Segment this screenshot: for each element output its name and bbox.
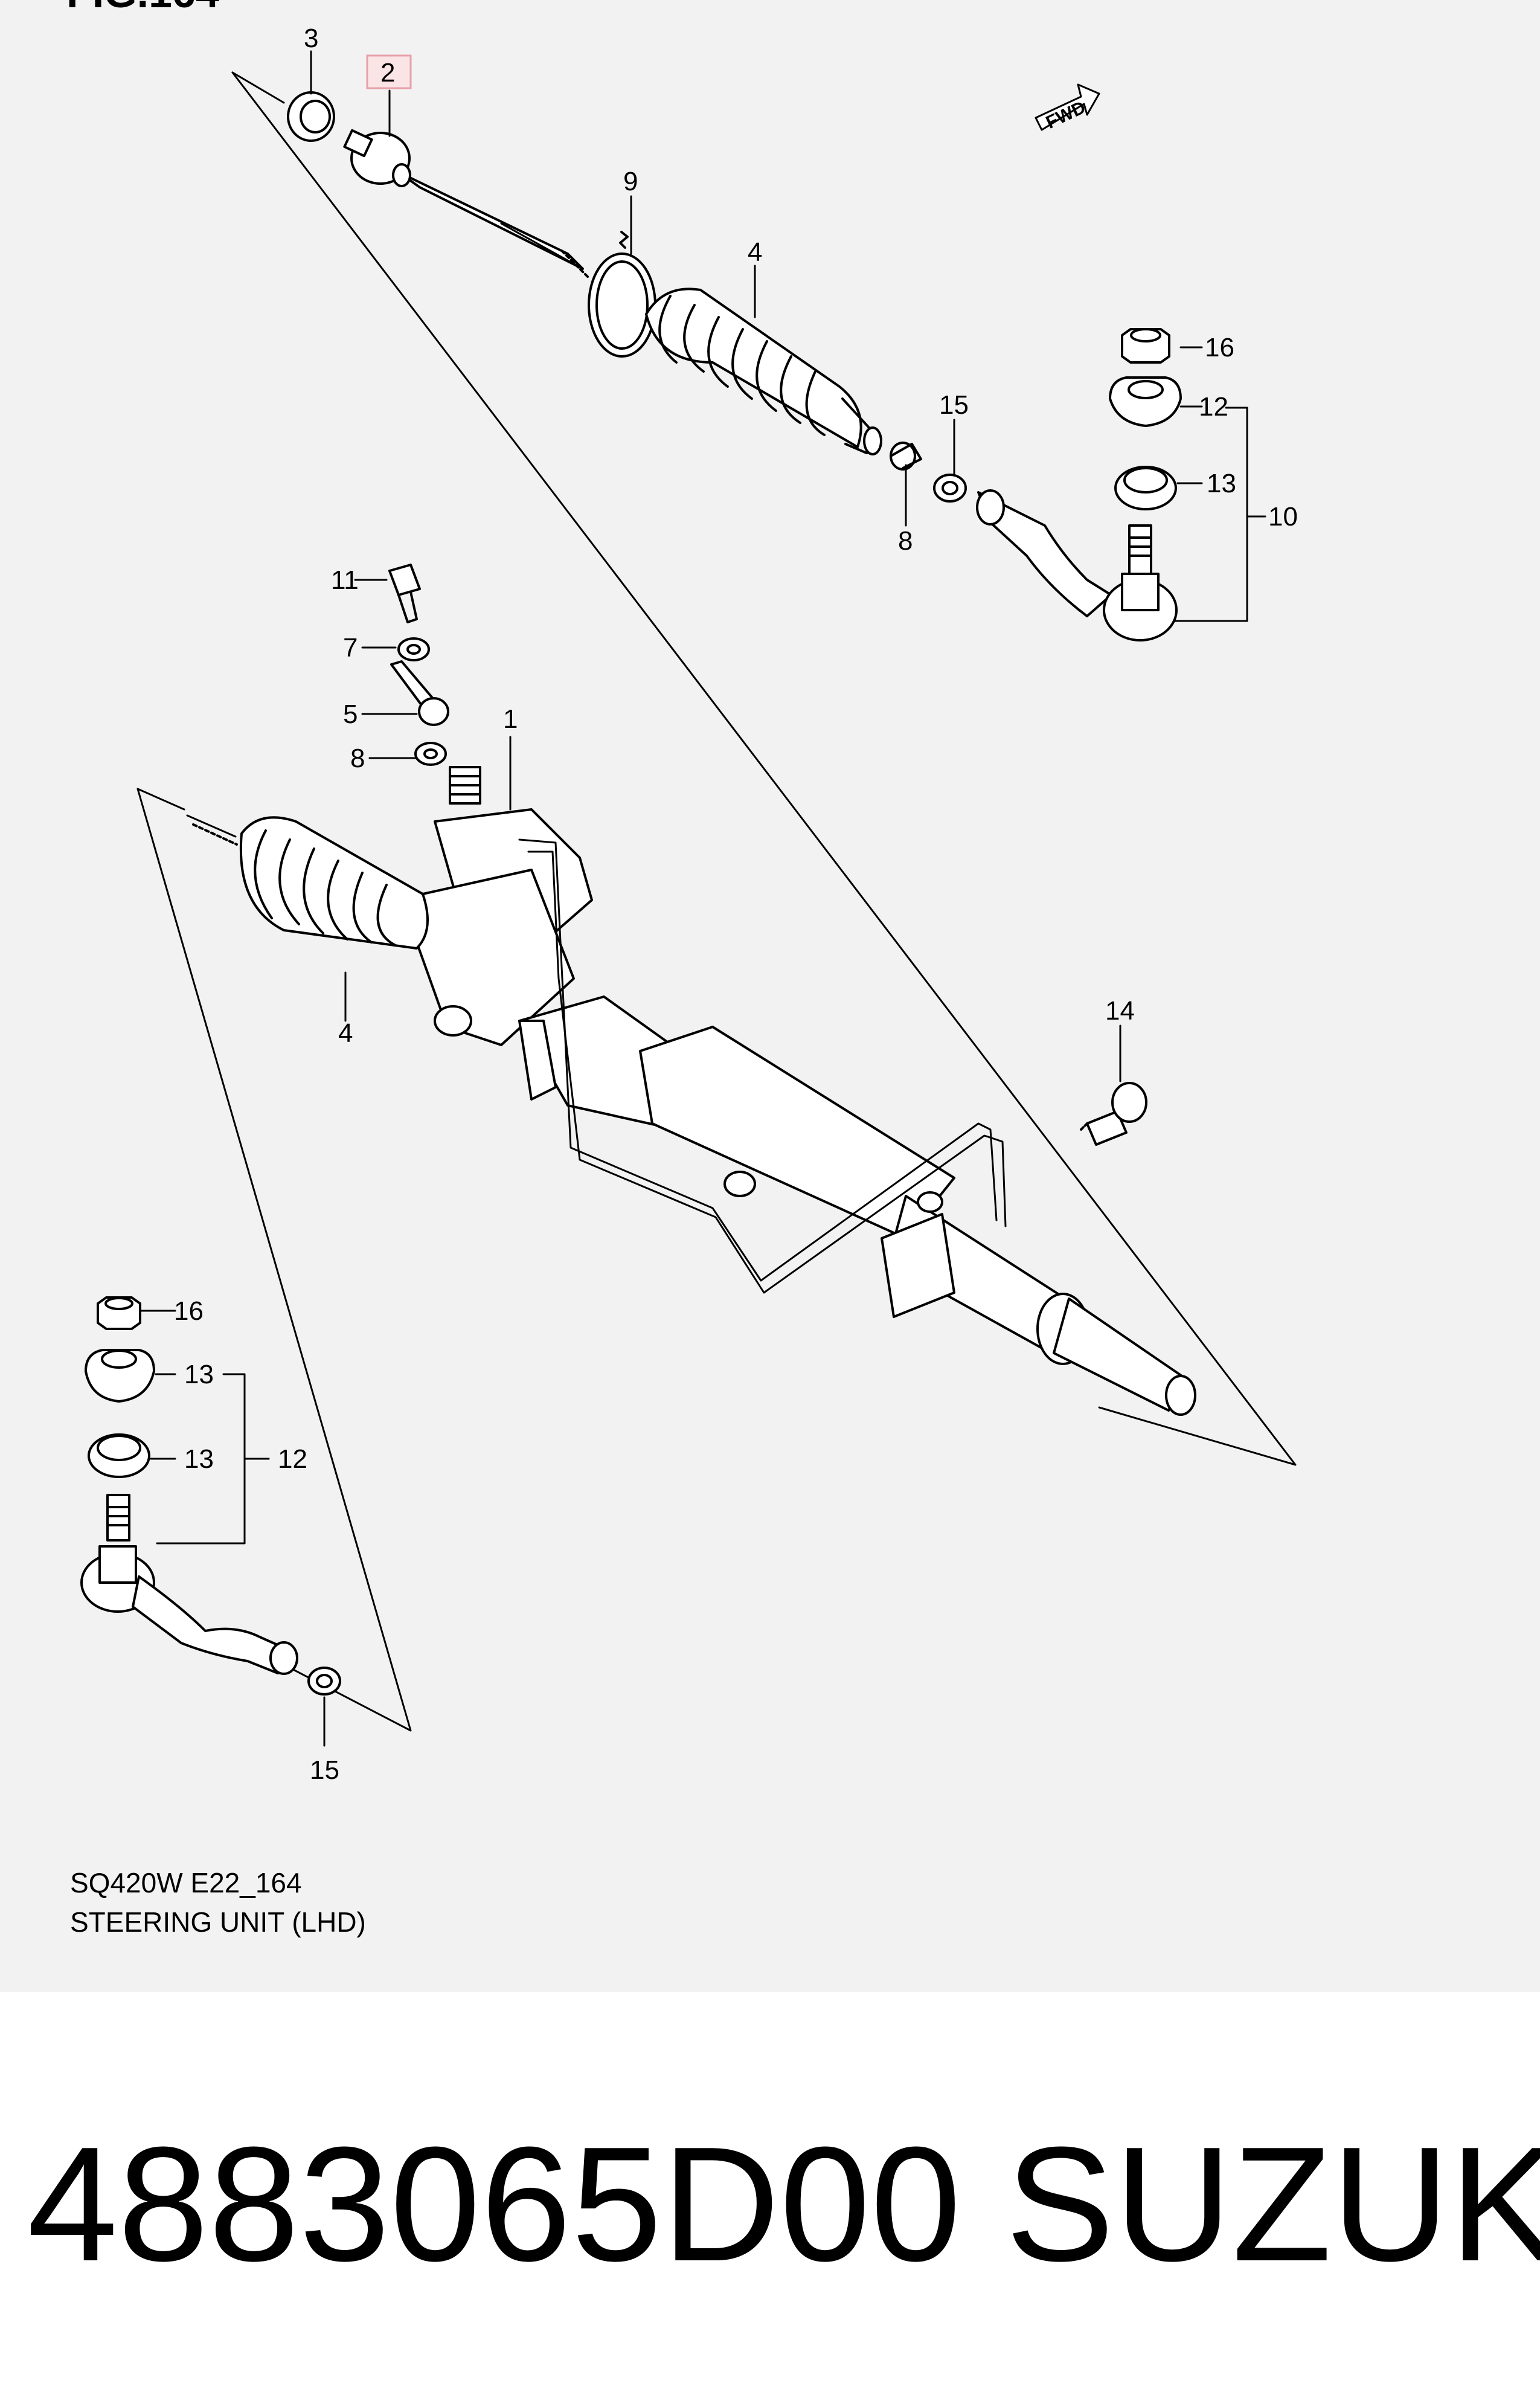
group-outline-left	[136, 788, 412, 1732]
callout-4-upper: 4	[748, 237, 762, 267]
part-10-tie-rod-end-right	[976, 489, 1178, 641]
part-2-inner-tie-rod	[343, 129, 590, 279]
part-15-nut-upper	[933, 474, 967, 503]
steering-unit-exploded-diagram: FIG.164	[66, 0, 1298, 1785]
callout-3: 3	[304, 24, 318, 53]
callout-7: 5	[343, 699, 358, 729]
part-8-washer-lower	[414, 742, 447, 766]
callout-13-upper: 13	[1207, 469, 1236, 498]
callout-12-upper: 12	[1199, 392, 1228, 422]
callout-16-upper: 16	[1205, 333, 1234, 362]
brand-name: SUZUKI	[1006, 2114, 1540, 2295]
part-16-nut-lower	[97, 1296, 141, 1330]
part-6-clip	[890, 442, 922, 471]
part-4-upper-boot	[645, 288, 882, 455]
callout-15-lower: 15	[310, 1755, 339, 1785]
diagram-code: SQ420W E22_164	[70, 1867, 302, 1898]
part-7-pipe-fitting	[390, 660, 449, 726]
fwd-arrow-icon: FWD	[1035, 83, 1100, 133]
callout-16-lower: 16	[174, 1296, 204, 1326]
product-footer	[0, 1992, 1540, 2392]
svg-text:FWD: FWD	[1043, 97, 1089, 133]
part-14-bolt	[1080, 1082, 1147, 1146]
callout-13-lower: 13	[184, 1444, 214, 1474]
callout-9: 11	[331, 565, 359, 595]
part-8-washer-upper	[397, 637, 430, 661]
callout-2: 2	[380, 58, 395, 88]
part-11-tie-rod-end-left	[80, 1494, 298, 1675]
diagram-title: STEERING UNIT (LHD)	[70, 1906, 366, 1938]
callout-15-upper: 15	[939, 390, 969, 420]
part-5-band-clamp	[588, 231, 656, 358]
part-13-ring-upper	[1114, 466, 1177, 510]
part-4-lower-boot	[186, 814, 429, 950]
callout-5: 9	[623, 167, 638, 196]
callout-14: 14	[1105, 996, 1135, 1026]
callout-labels: 3 2 9 4 16 12 15 13 10 8 11 7 5 1 8 4 14…	[174, 24, 1298, 1785]
callout-10: 10	[1268, 502, 1298, 532]
parts-diagram-panel: FIG.164	[0, 0, 1540, 1992]
group-outline-right	[231, 71, 1297, 1466]
callout-2-highlight	[366, 54, 412, 89]
callout-11: 12	[278, 1444, 307, 1474]
part-number: 4883065D00	[27, 2114, 961, 2295]
part-1-gear-housing	[415, 766, 1196, 1416]
part-9-union-bolt	[388, 564, 421, 623]
part-12-boot-lower	[85, 1349, 155, 1403]
callout-1: 1	[503, 704, 518, 734]
figure-title: FIG.164	[66, 0, 219, 16]
callout-12-lower: 13	[184, 1360, 214, 1389]
part-16-nut-upper	[1121, 328, 1170, 364]
part-15-nut-lower	[307, 1667, 341, 1696]
part-3-ring	[287, 91, 335, 142]
part-13-ring-lower	[88, 1433, 150, 1478]
callout-4-lower: 4	[338, 1018, 353, 1048]
callout-8-upper: 7	[343, 633, 358, 663]
leader-lines	[139, 50, 1266, 1747]
callout-8-lower: 8	[350, 744, 365, 773]
callout-6: 8	[898, 526, 913, 556]
part-12-boot-upper	[1109, 376, 1182, 427]
